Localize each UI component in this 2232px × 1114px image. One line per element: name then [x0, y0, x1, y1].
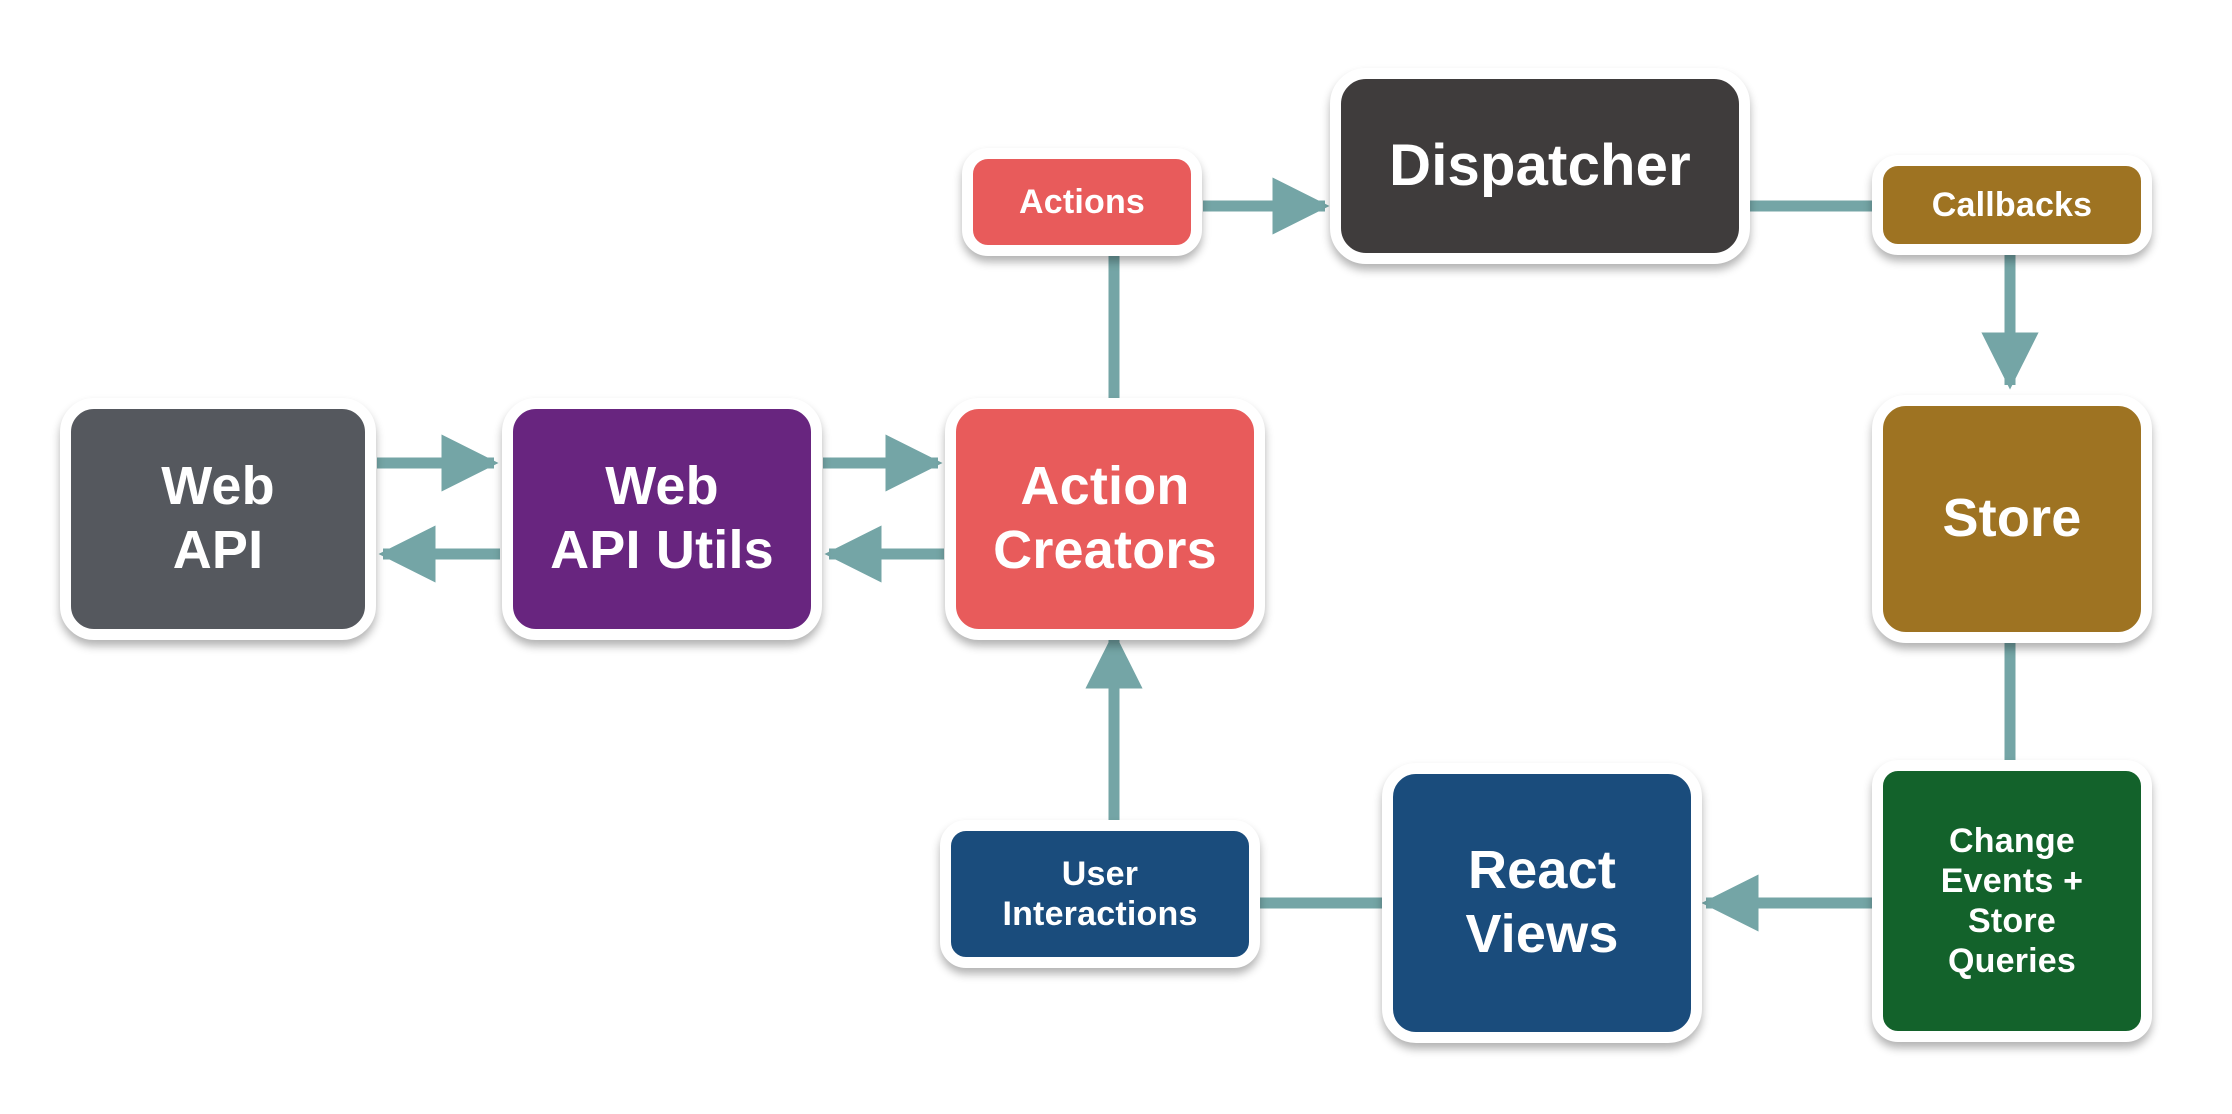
node-change-events-store-queries[interactable]: Change Events + Store Queries [1872, 760, 2152, 1042]
node-store[interactable]: Store [1872, 395, 2152, 643]
node-react-views[interactable]: React Views [1382, 763, 1702, 1043]
node-action-creators[interactable]: Action Creators [945, 398, 1265, 640]
node-dispatcher[interactable]: Dispatcher [1330, 68, 1750, 264]
node-user-interactions[interactable]: User Interactions [940, 820, 1260, 968]
node-web-api[interactable]: Web API [60, 398, 376, 640]
node-callbacks[interactable]: Callbacks [1872, 155, 2152, 255]
node-web-api-utils[interactable]: Web API Utils [502, 398, 822, 640]
node-actions[interactable]: Actions [962, 148, 1202, 256]
